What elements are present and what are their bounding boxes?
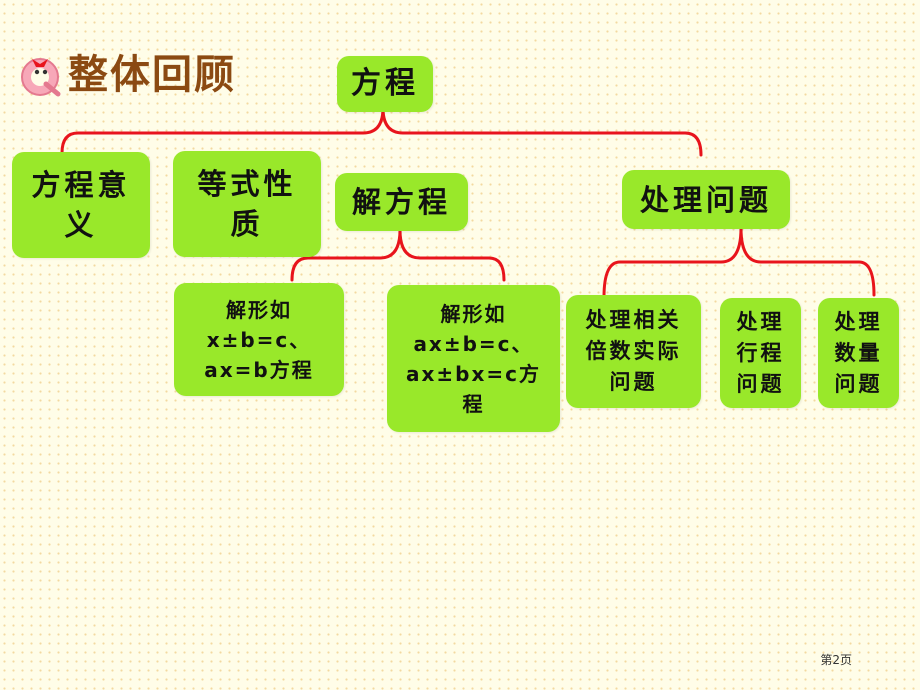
page-title: 整体回顾 bbox=[68, 52, 236, 98]
root-node-equation: 方程 bbox=[337, 56, 433, 112]
node-solve-problems: 处理问题 bbox=[622, 170, 790, 229]
node-equation-meaning: 方程意 义 bbox=[12, 152, 150, 258]
node-multiple-problems: 处理相关 倍数实际 问题 bbox=[566, 295, 701, 408]
node-solve-complex-forms-label: 解形如 ax±b=c、 ax±bx=c方 程 bbox=[406, 301, 541, 416]
node-solve-equation: 解方程 bbox=[335, 173, 468, 231]
connector-solve-left bbox=[290, 228, 402, 282]
node-solve-problems-label: 处理问题 bbox=[639, 182, 772, 217]
node-multiple-problems-label: 处理相关 倍数实际 问题 bbox=[585, 308, 682, 394]
node-solve-equation-label: 解方程 bbox=[351, 185, 451, 219]
page-number: 第2页 bbox=[820, 653, 852, 667]
node-quantity-problems-label: 处理 数量 问题 bbox=[834, 309, 883, 396]
root-node-label: 方程 bbox=[351, 66, 419, 101]
node-solve-complex-forms: 解形如 ax±b=c、 ax±bx=c方 程 bbox=[387, 285, 560, 432]
connector-solve-right bbox=[398, 228, 506, 282]
node-equation-meaning-label: 方程意 义 bbox=[31, 168, 131, 242]
connector-problems-left bbox=[602, 226, 743, 299]
connector-root-left bbox=[60, 106, 385, 155]
node-travel-problems-label: 处理 行程 问题 bbox=[736, 309, 785, 396]
node-equality-properties-label: 等式性 质 bbox=[197, 167, 297, 241]
q-character-logo-icon bbox=[21, 58, 61, 97]
node-solve-simple-forms-label: 解形如 x±b=c、 ax=b方程 bbox=[204, 297, 314, 382]
node-travel-problems: 处理 行程 问题 bbox=[720, 298, 801, 408]
node-equality-properties: 等式性 质 bbox=[173, 151, 321, 257]
node-quantity-problems: 处理 数量 问题 bbox=[818, 298, 899, 408]
connector-root-right bbox=[381, 106, 703, 157]
connector-problems-right bbox=[739, 226, 876, 297]
node-solve-simple-forms: 解形如 x±b=c、 ax=b方程 bbox=[174, 283, 344, 396]
